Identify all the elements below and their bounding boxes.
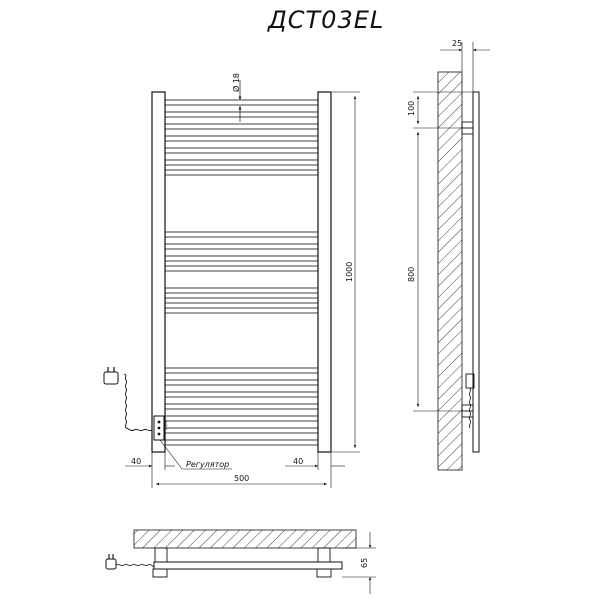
left-rail	[151, 91, 166, 453]
label-regulator: Регулятор	[186, 460, 229, 469]
top-view: 65	[105, 529, 376, 594]
dim-mount-spacing: 800	[407, 267, 416, 282]
dim-width: 500	[234, 474, 249, 483]
power-plug-icon	[103, 367, 119, 385]
top-cord	[115, 564, 155, 568]
dim-top-offset: 100	[407, 101, 416, 116]
dim-right-offset: 40	[293, 457, 303, 466]
power-plug-top-icon	[105, 554, 117, 570]
mount-bracket-top	[461, 121, 474, 135]
front-view: G·gem Ø 18 1000 40 40 500	[103, 73, 360, 488]
bracket-left	[154, 547, 168, 563]
dim-height: 1000	[345, 262, 354, 282]
dim-left-offset: 40	[131, 457, 141, 466]
panel-marking: G·gem	[164, 420, 168, 430]
control-button-icon	[157, 426, 161, 430]
wall-top	[133, 529, 357, 549]
drawing-title: ДСТ03EL	[268, 6, 385, 34]
control-button-icon	[157, 420, 161, 424]
power-cord	[123, 373, 153, 432]
side-cord	[469, 387, 471, 429]
control-panel	[153, 415, 165, 441]
dim-wall-gap: 25	[452, 39, 462, 48]
radiator-top	[153, 561, 343, 570]
wall	[437, 71, 463, 471]
dim-diameter: Ø 18	[231, 73, 241, 92]
mount-bracket-bottom	[461, 404, 474, 418]
towel-bars	[164, 99, 319, 446]
side-view: 25 100 800	[407, 39, 490, 471]
right-rail	[317, 91, 332, 453]
radiator-profile	[472, 91, 480, 453]
control-button-icon	[157, 432, 161, 436]
bracket-right	[317, 547, 331, 563]
dim-depth: 65	[360, 558, 369, 568]
